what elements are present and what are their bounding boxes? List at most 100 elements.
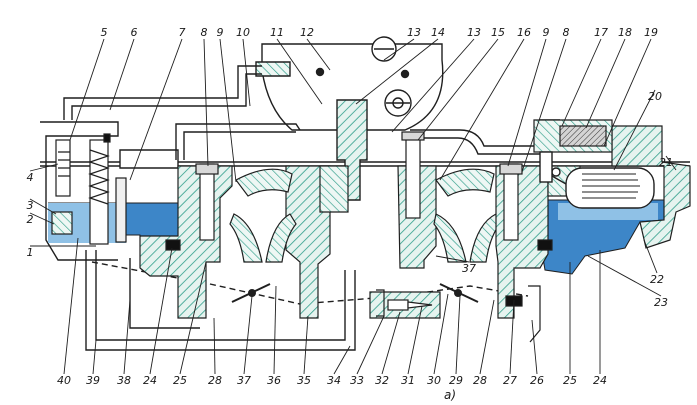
vent-pipe-inner [71, 73, 262, 120]
label-bottom-13-leader [433, 293, 449, 375]
label-bottom-2: 38 [117, 374, 131, 387]
label-bottom-15: 28 [473, 374, 487, 387]
label-top-7: 12 [300, 26, 314, 39]
label-top-1-leader [109, 38, 135, 111]
inlet-fitting [51, 211, 73, 235]
label-top-15: 17 [594, 26, 608, 39]
label-top-4: 9 [217, 26, 224, 39]
label-top-9: 14 [431, 26, 445, 39]
label-top-5: 10 [236, 26, 250, 39]
label-bottom-18: 25 [563, 374, 577, 387]
label-bottom-9-leader [333, 345, 351, 375]
label-left-1: 3 [27, 199, 34, 212]
label-top-13-leader [507, 38, 547, 167]
right-pipe-outer [410, 119, 560, 147]
label-top-6: 11 [270, 26, 284, 39]
label-top-10-leader [391, 38, 475, 133]
right-diffuser [435, 168, 495, 197]
idle-channel-left [129, 258, 200, 329]
label-top-12: 16 [517, 26, 531, 39]
label-bottom-0: 40 [57, 374, 71, 387]
balance-pipe-inner [183, 131, 296, 160]
label-bottom-3-leader [149, 247, 173, 375]
label-bottom-10-leader [356, 315, 385, 375]
label-top-0: 5 [101, 26, 108, 39]
vent-pipe-outer [63, 65, 262, 120]
label-top-14-leader [521, 38, 567, 173]
label-bottom-11: 32 [375, 374, 389, 387]
label-top-18-leader [613, 89, 656, 171]
left-diffuser [235, 168, 293, 197]
leader-lines [29, 38, 677, 375]
label-left-0: 4 [27, 171, 34, 184]
label-top-11-leader [417, 38, 499, 141]
label-top-8: 13 [407, 26, 421, 39]
label-top-16-leader [585, 38, 626, 129]
label-top-17: 19 [644, 26, 658, 39]
econostat-tube [405, 137, 421, 219]
label-bottom-16-leader [509, 299, 515, 375]
label-top-3: 8 [201, 26, 208, 39]
label-top-13: 9 [543, 26, 550, 39]
label-inner-37: 37 [462, 262, 476, 275]
label-left-0-leader [29, 163, 59, 172]
center-mount [319, 165, 349, 213]
label-bottom-2-leader [123, 299, 131, 375]
label-top-12-leader [439, 38, 525, 181]
label-top-3-leader [203, 38, 209, 167]
label-top-7-leader [306, 38, 331, 71]
label-bottom-6: 37 [237, 374, 251, 387]
label-top-2-leader [129, 38, 183, 181]
main-jet-tube-right [503, 163, 519, 241]
idle-channel-outer [85, 250, 356, 351]
main-jet-left [165, 239, 181, 251]
label-bottom-8-leader [303, 315, 309, 375]
main-jet-right [537, 239, 553, 251]
label-bottom-0-leader [63, 237, 79, 375]
label-bottom-1-leader [92, 339, 97, 375]
left-venturi-left [229, 213, 263, 263]
label-bottom-16: 27 [503, 374, 517, 387]
label-top-2: 7 [179, 26, 186, 39]
label-top-10: 13 [467, 26, 481, 39]
label-bottom-12: 31 [401, 374, 415, 387]
label-bottom-8: 35 [297, 374, 311, 387]
label-top-0-leader [69, 38, 105, 141]
label-bottom-13: 30 [427, 374, 441, 387]
label-bottom-4: 25 [173, 374, 187, 387]
label-right-1: 22 [650, 273, 664, 286]
label-bottom-15-leader [479, 299, 495, 375]
label-top-6-leader [276, 38, 323, 105]
label-bottom-3: 24 [143, 374, 157, 387]
label-top-8-leader [383, 38, 415, 61]
label-top-14: 8 [563, 26, 570, 39]
left-chamber-wall [40, 121, 119, 261]
right-venturi-left [433, 213, 467, 263]
label-top-4-leader [219, 38, 237, 183]
label-bottom-10: 33 [350, 374, 364, 387]
label-top-9-leader [355, 38, 439, 105]
label-top-17-leader [603, 38, 652, 147]
label-bottom-14: 29 [449, 374, 463, 387]
throttle-lever [528, 285, 541, 343]
right-pipe-inner [410, 127, 560, 155]
idle-screw [387, 299, 409, 311]
label-right-2: 23 [654, 296, 668, 309]
balance-pipe-outer [175, 123, 301, 160]
label-right-0-leader [665, 155, 677, 171]
label-right-0: 21 [659, 156, 673, 169]
label-bottom-14-leader [455, 295, 461, 375]
label-bottom-12-leader [407, 305, 423, 375]
label-left-2: 2 [27, 213, 34, 226]
left-venturi-right [265, 213, 297, 263]
label-right-1-leader [643, 239, 658, 274]
pump-spring [88, 149, 110, 205]
label-bottom-5: 28 [208, 374, 222, 387]
label-bottom-5-leader [213, 317, 216, 375]
dome-flange-left [255, 61, 291, 77]
label-top-1: 6 [131, 26, 138, 39]
carburetor-body [40, 36, 690, 351]
